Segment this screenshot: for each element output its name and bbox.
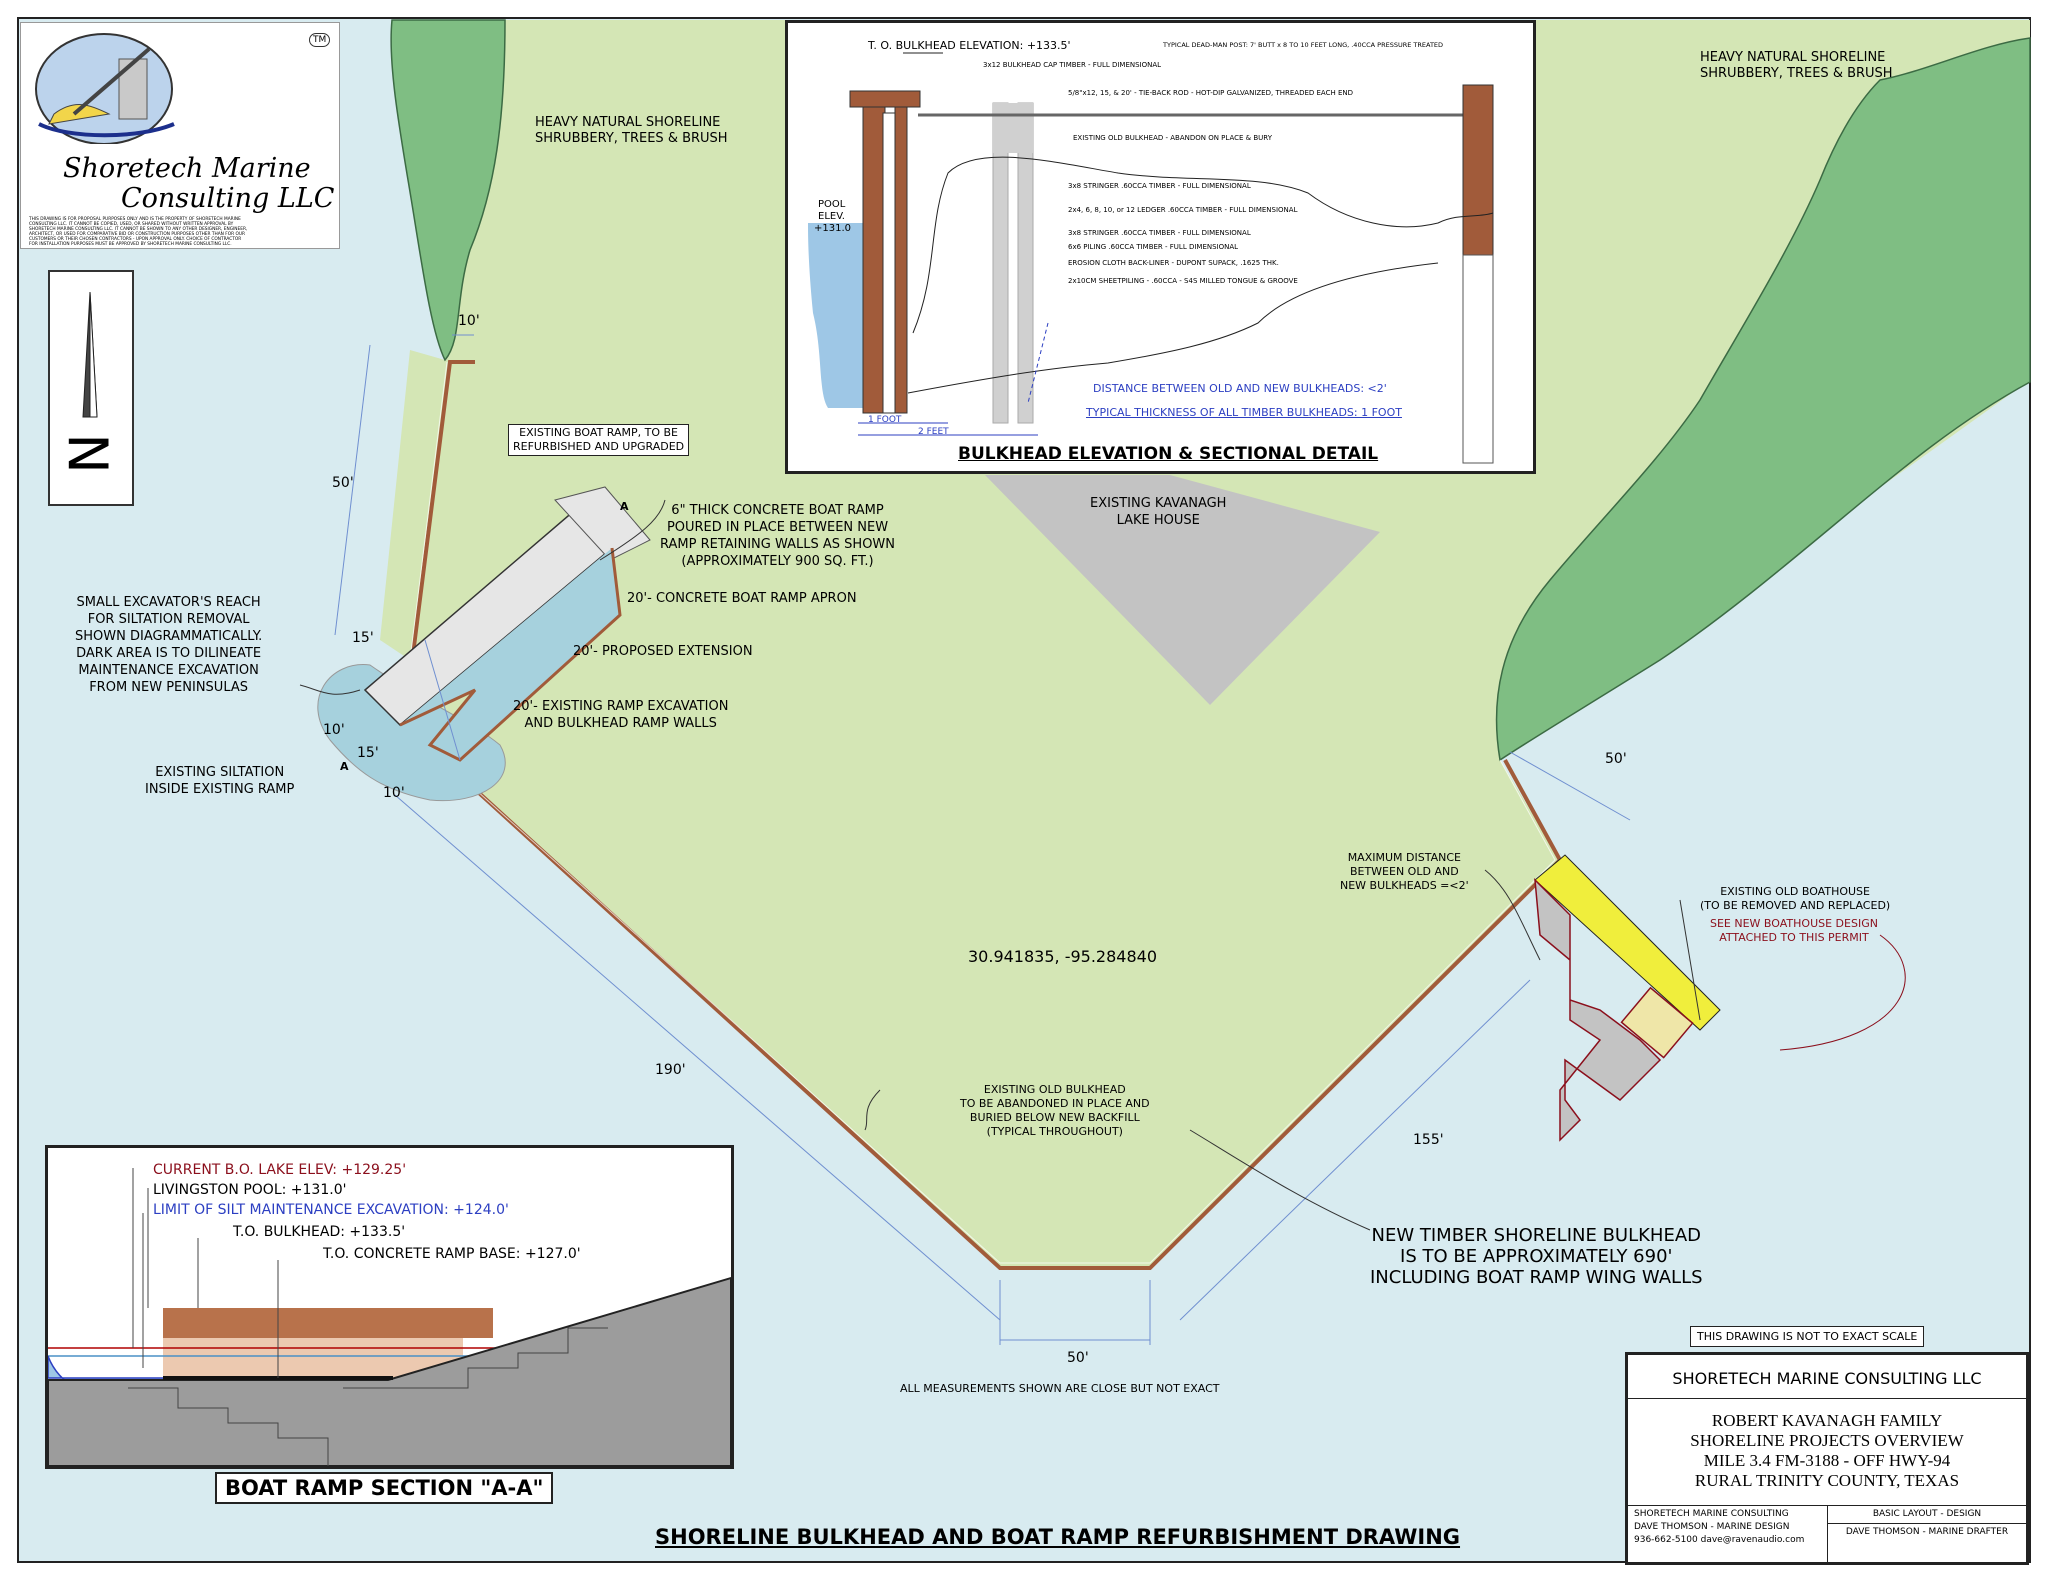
scale-note: THIS DRAWING IS NOT TO EXACT SCALE xyxy=(1690,1326,1925,1347)
ramp-extension xyxy=(554,486,651,561)
bulkhead-section-drawing xyxy=(808,52,1494,464)
dim-50-left: 50' xyxy=(332,475,354,491)
tb-left2: DAVE THOMSON - MARINE DESIGN xyxy=(1634,1522,1790,1532)
label-apron: 20'- CONCRETE BOAT RAMP APRON xyxy=(627,591,857,606)
label-coordinates: 30.941835, -95.284840 xyxy=(968,947,1157,966)
trees-left xyxy=(390,19,506,362)
tb-footer: SHORETECH MARINE CONSULTING DAVE THOMSON… xyxy=(1628,1505,2026,1563)
logo-box: TM Shoretech Marine Consulting LLC THIS … xyxy=(20,22,340,249)
kavanagh-lake-house xyxy=(985,475,1380,705)
tb-left1: SHORETECH MARINE CONSULTING xyxy=(1634,1509,1789,1519)
boathouse-slip xyxy=(1620,986,1694,1059)
north-label: N xyxy=(58,433,122,474)
north-arrow-box: N xyxy=(48,270,134,506)
dim-15-a: 15' xyxy=(352,630,374,646)
dim-155: 155' xyxy=(1413,1132,1444,1148)
section-limit: LIMIT OF SILT MAINTENANCE EXCAVATION: +1… xyxy=(153,1202,509,1218)
detail-pool3: +131.0 xyxy=(814,223,852,234)
tb-left3: 936-662-5100 dave@ravenaudio.com xyxy=(1634,1535,1805,1545)
detail-stringer2: 3x8 STRINGER .60CCA TIMBER - FULL DIMENS… xyxy=(1068,229,1251,237)
dim-190: 190' xyxy=(655,1062,686,1078)
detail-cap: 3x12 BULKHEAD CAP TIMBER - FULL DIMENSIO… xyxy=(983,61,1162,69)
detail-thickness: TYPICAL THICKNESS OF ALL TIMBER BULKHEAD… xyxy=(1086,406,1402,419)
detail-distance: DISTANCE BETWEEN OLD AND NEW BULKHEADS: … xyxy=(1093,382,1387,395)
dim-15-b: 15' xyxy=(357,745,379,761)
label-extension: 20'- PROPOSED EXTENSION xyxy=(573,644,753,659)
section-marker-a-top: A xyxy=(620,500,629,513)
logo-line1: Shoretech Marine xyxy=(63,153,311,184)
trees-right xyxy=(1495,37,2031,762)
detail-sheet: 2x10CM SHEETPILING - .60CCA - S4S MILLED… xyxy=(1068,277,1298,285)
detail-deadman: TYPICAL DEAD-MAN POST: 7' BUTT x 8 TO 10… xyxy=(1163,41,1444,49)
dimension-lines xyxy=(334,334,1631,1345)
dim-10-top: 10' xyxy=(458,313,480,329)
title-block: SHORETECH MARINE CONSULTING LLC ROBERT K… xyxy=(1625,1352,2029,1565)
detail-title: BULKHEAD ELEVATION & SECTIONAL DETAIL xyxy=(958,444,1379,464)
ramp-section-panel: CURRENT B.O. LAKE ELEV: +129.25' LIVINGS… xyxy=(45,1145,734,1469)
new-boathouse-outline xyxy=(1534,854,1721,1031)
dim-10-b: 10' xyxy=(383,785,405,801)
new-timber-bulkhead xyxy=(410,360,1563,1270)
section-marker-a-bottom: A xyxy=(340,760,349,773)
detail-tierod: 5/8"x12, 15, & 20' - TIE-BACK ROD - HOT-… xyxy=(1068,89,1354,97)
detail-piling: 6x6 PILING .60CCA TIMBER - FULL DIMENSIO… xyxy=(1068,243,1239,251)
leader-lines xyxy=(299,499,1906,1231)
dim-10-a: 10' xyxy=(323,722,345,738)
detail-one-foot: 1 FOOT xyxy=(868,415,902,425)
section-ramp-base: T.O. CONCRETE RAMP BASE: +127.0' xyxy=(323,1246,581,1262)
label-boathouse: EXISTING OLD BOATHOUSE(TO BE REMOVED AND… xyxy=(1700,885,1891,912)
detail-two-feet: 2 FEET xyxy=(918,427,949,437)
bulkhead-detail-panel: T. O. BULKHEAD ELEVATION: +133.5' TYPICA… xyxy=(785,20,1536,474)
detail-old-bulkhead: EXISTING OLD BULKHEAD - ABANDON ON PLACE… xyxy=(1073,134,1272,142)
ramp-section-title: BOAT RAMP SECTION "A-A" xyxy=(215,1472,554,1504)
logo-tm: TM xyxy=(309,33,331,47)
dim-50-bottom: 50' xyxy=(1067,1350,1089,1366)
detail-erosion: EROSION CLOTH BACK-LINER - DUPONT SUPACK… xyxy=(1068,259,1279,267)
detail-top-elevation: T. O. BULKHEAD ELEVATION: +133.5' xyxy=(868,39,1071,52)
logo-emblem xyxy=(35,33,175,144)
section-pool: LIVINGSTON POOL: +131.0' xyxy=(153,1182,347,1198)
detail-pool2: ELEV. xyxy=(818,211,845,222)
existing-boathouse xyxy=(1534,878,1662,1142)
detail-pool1: POOL xyxy=(818,199,846,210)
ramp-wing-wall xyxy=(399,547,622,762)
tb-right1: BASIC LAYOUT - DESIGN xyxy=(1872,1509,1982,1519)
section-bulkhead: T.O. BULKHEAD: +133.5' xyxy=(233,1224,406,1240)
main-title: SHORELINE BULKHEAD AND BOAT RAMP REFURBI… xyxy=(655,1525,1461,1549)
tb-company: SHORETECH MARINE CONSULTING LLC xyxy=(1628,1355,2026,1399)
old-bulkhead-line xyxy=(409,361,1556,1264)
tb-right2: DAVE THOMSON - MARINE DRAFTER xyxy=(1828,1523,2026,1541)
section-current-elev: CURRENT B.O. LAKE ELEV: +129.25' xyxy=(153,1162,407,1178)
label-measurements: ALL MEASUREMENTS SHOWN ARE CLOSE BUT NOT… xyxy=(900,1382,1220,1395)
logo-line2: Consulting LLC xyxy=(121,183,335,214)
detail-ledger: 2x4, 6, 8, 10, or 12 LEDGER .60CCA TIMBE… xyxy=(1068,206,1298,214)
logo-disclaimer: THIS DRAWING IS FOR PROPOSAL PURPOSES ON… xyxy=(29,217,248,247)
detail-stringer1: 3x8 STRINGER .60CCA TIMBER - FULL DIMENS… xyxy=(1068,182,1251,190)
dim-50-right: 50' xyxy=(1605,751,1627,767)
north-arrow-icon xyxy=(82,291,98,418)
ramp-section-drawing xyxy=(48,1168,731,1466)
